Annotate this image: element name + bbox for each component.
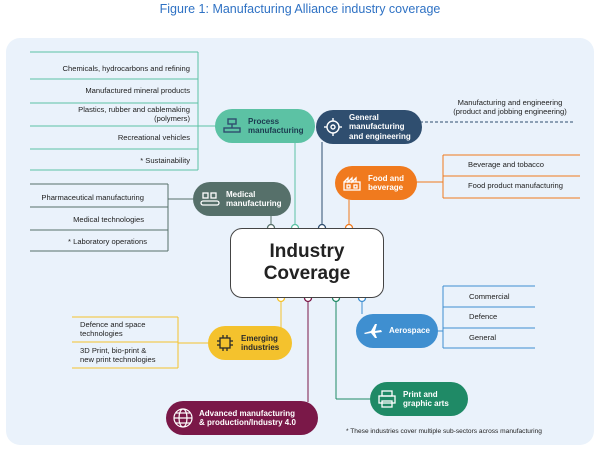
emerging-item: Defence and space technologies [80,320,146,339]
process-item: Manufactured mineral products [85,86,190,95]
node-aerospace-label: Aerospace [389,326,430,336]
node-medical-label: Medical manufacturing [226,189,282,208]
aerospace-item: Commercial [469,292,510,301]
food-connectors [348,154,580,228]
process-item: Chemicals, hydrocarbons and refining [62,64,190,73]
node-print-graphic-arts: Print and graphic arts [370,382,468,416]
process-item: * Sustainability [140,156,190,165]
food-item: Food product manufacturing [468,181,563,190]
node-emerging-industries: Emerging industries [208,326,292,360]
emerging-connectors [72,298,282,369]
node-process-manufacturing: Process manufacturing [215,109,315,143]
figure-title: Figure 1: Manufacturing Alliance industr… [159,2,441,16]
aerospace-item: General [469,333,497,342]
machine-icon [221,115,243,137]
node-medical-manufacturing: Medical manufacturing [193,182,291,216]
aerospace-item: Defence [469,312,498,321]
airplane-icon [362,320,384,342]
gears-icon [322,116,344,138]
medical-item: * Laboratory operations [68,237,147,246]
network-globe-icon [172,407,194,429]
process-connectors [30,51,296,228]
footnote: * These industries cover multiple sub-se… [346,428,542,435]
center-line-1: Industry [269,241,345,263]
node-food-label: Food and beverage [368,173,404,192]
general-item: Manufacturing and engineering (product a… [453,98,567,117]
medical-item: Medical technologies [73,215,144,224]
industry-coverage-center: Industry Coverage [230,228,384,298]
node-advanced-label: Advanced manufacturing & production/Indu… [199,408,296,427]
node-advanced-manufacturing: Advanced manufacturing & production/Indu… [166,401,318,435]
process-item: Recreational vehicles [117,133,190,142]
conveyor-icon [199,188,221,210]
node-aerospace: Aerospace [356,314,438,348]
chip-icon [214,332,236,354]
general-connectors [321,121,575,228]
print-connectors [335,298,370,400]
node-general-manufacturing: General manufacturing and engineering [316,110,422,144]
factory-icon [341,172,363,194]
food-item: Beverage and tobacco [468,160,544,169]
medical-item: Pharmaceutical manufacturing [41,193,144,202]
center-line-2: Coverage [263,263,351,284]
emerging-item: 3D Print, bio-print & new print technolo… [80,346,156,365]
node-general-label: General manufacturing and engineering [349,113,411,141]
printer-icon [376,388,398,410]
node-food-beverage: Food and beverage [335,166,417,200]
node-emerging-label: Emerging industries [241,333,280,352]
aerospace-connectors [361,285,535,349]
process-item: Plastics, rubber and cablemaking (polyme… [78,105,190,124]
node-print-label: Print and graphic arts [403,389,449,408]
node-process-label: Process manufacturing [248,116,304,135]
medical-connectors [30,183,272,252]
